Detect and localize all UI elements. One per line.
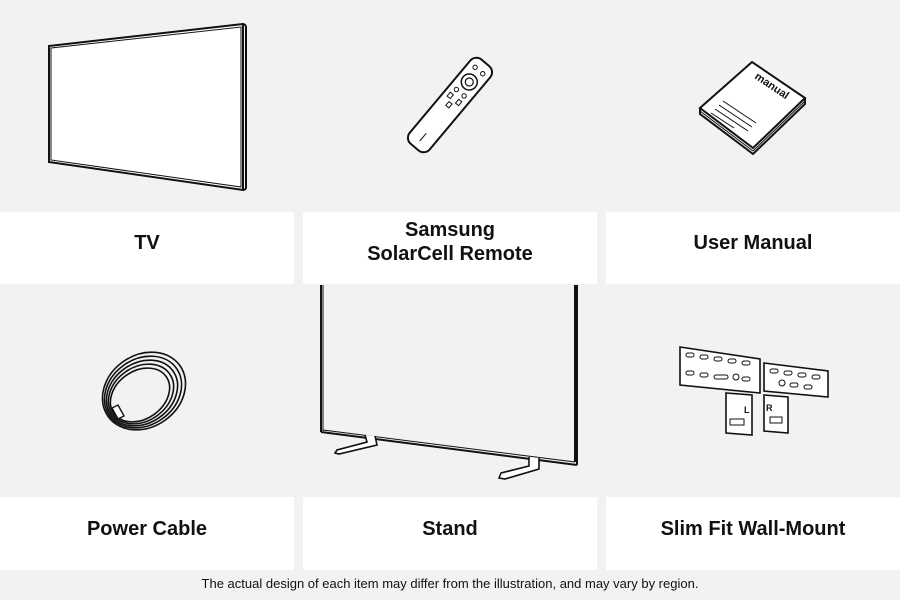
item-tv: TV (0, 0, 294, 284)
power-cable-image-panel (0, 285, 294, 497)
item-label: Samsung SolarCell Remote (367, 219, 533, 265)
stand-image-panel (303, 285, 597, 497)
item-wall-mount: L R Slim Fit Wall-Mount (606, 285, 900, 570)
item-label: User Manual (693, 232, 813, 254)
item-user-manual: manual User Manual (606, 0, 900, 284)
wall-mount-image-panel: L R (606, 285, 900, 497)
item-label: Power Cable (86, 518, 208, 540)
item-label: Slim Fit Wall-Mount (660, 518, 846, 540)
tv-icon (48, 22, 247, 192)
accessory-grid: TV Samsung SolarCell Remot (0, 0, 900, 570)
remote-image-panel (303, 0, 597, 212)
wall-mount-icon: L R (679, 346, 829, 436)
bracket-left-letter: L (744, 405, 750, 415)
manual-icon: manual (698, 60, 807, 156)
disclaimer-note: The actual design of each item may diffe… (0, 570, 900, 600)
stand-icon (320, 285, 578, 480)
item-power-cable: Power Cable (0, 285, 294, 570)
power-cable-icon (101, 351, 187, 431)
remote-icon (406, 56, 494, 154)
bracket-right-letter: R (766, 403, 773, 413)
item-stand: Stand (303, 285, 597, 570)
manual-image-panel: manual (606, 0, 900, 212)
tv-image-panel (0, 0, 294, 212)
item-label: Stand (422, 518, 478, 540)
item-label: TV (134, 232, 160, 254)
item-remote: Samsung SolarCell Remote (303, 0, 597, 284)
